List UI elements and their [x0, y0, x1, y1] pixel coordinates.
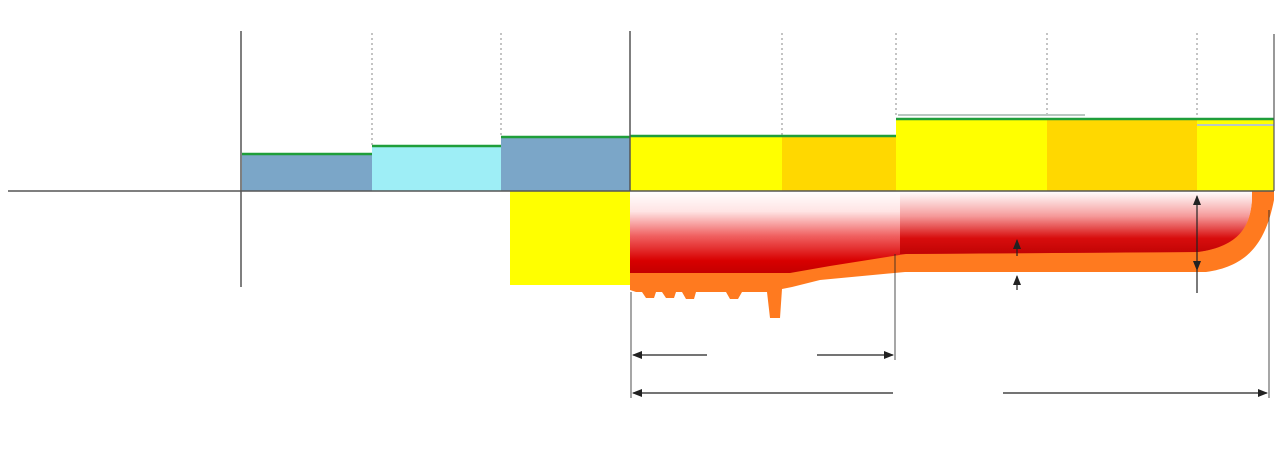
block-yellow-2	[896, 119, 1047, 191]
part-red-tail	[900, 191, 1252, 254]
extension-lines	[630, 210, 1270, 398]
block-amber-2	[1047, 119, 1197, 191]
block-yellow-lower	[510, 191, 630, 285]
upper-blocks	[242, 119, 1274, 191]
block-amber-1	[782, 136, 896, 191]
long-dimension-label-box	[893, 373, 1003, 413]
thickness-dimensions	[1013, 195, 1201, 293]
block-light-cyan	[372, 146, 501, 191]
stage-dividers	[371, 33, 1198, 147]
block-steel-blue-2	[501, 137, 630, 191]
block-steel-blue-1	[242, 154, 372, 191]
short-dimension-label-box	[707, 337, 817, 375]
dimension-labels	[707, 337, 1003, 413]
block-top-edges	[242, 114, 1274, 156]
block-yellow-3	[1197, 119, 1274, 191]
block-yellow-1	[630, 136, 782, 191]
